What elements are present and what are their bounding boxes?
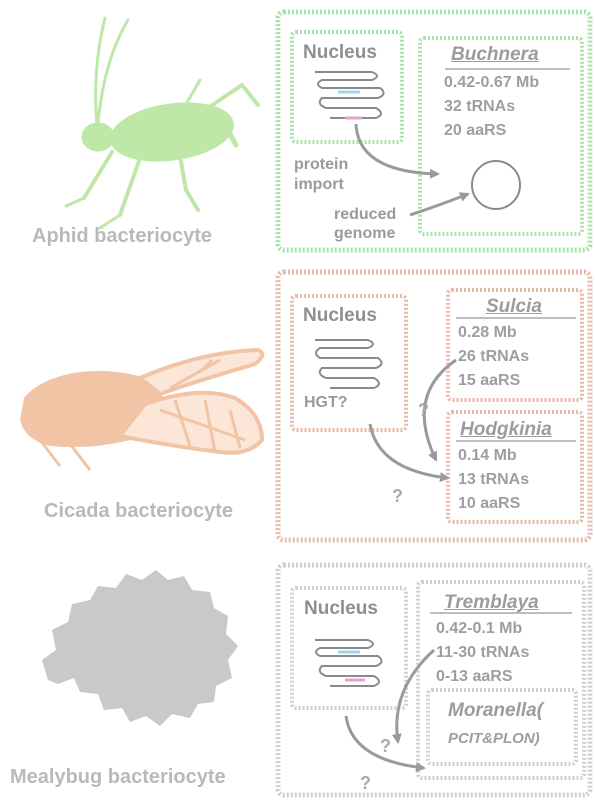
symbiont-name-tremblaya: Tremblaya xyxy=(444,592,539,614)
cicada-illustration xyxy=(20,350,262,470)
annotation-import: import xyxy=(294,176,344,194)
annotation-question-2: ? xyxy=(392,486,403,507)
symbiont-name-hodgkinia: Hodgkinia xyxy=(460,419,552,441)
host-label-aphid: Aphid bacteriocyte xyxy=(32,225,212,248)
annotation-hgt: HGT? xyxy=(304,394,348,412)
sulcia-aars-count: 15 aaRS xyxy=(458,372,520,390)
sulcia-trna-count: 26 tRNAs xyxy=(458,348,529,366)
annotation-question-1: ? xyxy=(418,400,429,421)
buchnera-genome-size: 0.42-0.67 Mb xyxy=(444,74,539,92)
mealybug-illustration xyxy=(42,570,238,726)
moranella-strain-note: PCIT&PLON) xyxy=(448,730,540,747)
buchnera-aars-count: 20 aaRS xyxy=(444,122,506,140)
annotation-reduced: reduced xyxy=(334,206,396,224)
host-label-mealybug: Mealybug bacteriocyte xyxy=(10,766,226,789)
tremblaya-genome-size: 0.42-0.1 Mb xyxy=(436,620,522,638)
sulcia-genome-size: 0.28 Mb xyxy=(458,324,517,342)
hodgkinia-genome-size: 0.14 Mb xyxy=(458,447,517,465)
hodgkinia-aars-count: 10 aaRS xyxy=(458,495,520,513)
annotation-question-4: ? xyxy=(360,773,371,794)
nucleus-label-mealybug: Nucleus xyxy=(304,598,378,620)
annotation-genome: genome xyxy=(334,225,395,243)
tremblaya-aars-count: 0-13 aaRS xyxy=(436,668,513,686)
symbiont-name-moranella: Moranella( xyxy=(448,700,543,722)
nucleus-label-cicada: Nucleus xyxy=(303,305,377,327)
symbiont-name-sulcia: Sulcia xyxy=(486,296,542,318)
symbiont-name-buchnera: Buchnera xyxy=(451,44,539,66)
host-label-cicada: Cicada bacteriocyte xyxy=(44,500,233,523)
aphid-illustration xyxy=(66,18,258,228)
annotation-protein: protein xyxy=(294,156,348,174)
tremblaya-trna-count: 11-30 tRNAs xyxy=(436,644,529,662)
hodgkinia-trna-count: 13 tRNAs xyxy=(458,471,529,489)
buchnera-trna-count: 32 tRNAs xyxy=(444,98,515,116)
nucleus-label-aphid: Nucleus xyxy=(303,42,377,64)
annotation-question-3: ? xyxy=(380,736,391,757)
